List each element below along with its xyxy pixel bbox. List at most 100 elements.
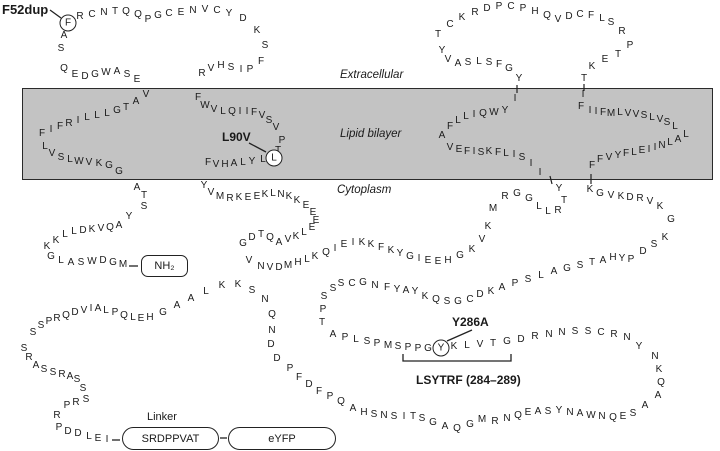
residue-letter: Y xyxy=(555,183,563,194)
residue-letter: K xyxy=(95,158,103,169)
residue-letter: I xyxy=(49,124,53,135)
residue-letter: S xyxy=(79,383,87,394)
residue-letter: G xyxy=(525,193,533,204)
residue-letter: S xyxy=(37,320,45,331)
residue-letter: E xyxy=(308,222,316,233)
residue-letter: A xyxy=(441,421,449,432)
residue-letter: P xyxy=(626,40,634,51)
residue-letter: V xyxy=(476,339,484,350)
residue-letter: A xyxy=(329,329,337,340)
residue-letter: M xyxy=(488,203,498,214)
residue-letter: C xyxy=(576,9,584,20)
residue-letter: H xyxy=(146,312,154,323)
residue-letter: P xyxy=(55,422,63,433)
residue-letter: L xyxy=(104,108,110,119)
residue-letter: Q xyxy=(122,6,130,17)
residue-letter: L xyxy=(631,147,637,158)
residue-letter: D xyxy=(99,255,107,266)
residue-letter: R xyxy=(618,26,626,37)
residue-letter: A xyxy=(498,282,506,293)
residue-letter: N xyxy=(623,332,631,343)
residue-letter: E xyxy=(601,54,609,65)
residue-letter: Q xyxy=(479,108,487,119)
residue-letter: W xyxy=(74,156,84,167)
residue-letter: T xyxy=(580,73,588,84)
residue-letter: L xyxy=(455,115,461,126)
residue-letter: H xyxy=(531,6,539,17)
residue-letter: L xyxy=(67,154,73,165)
residue-letter: K xyxy=(218,280,226,291)
residue-letter: L xyxy=(667,137,673,148)
residue-letter: Y xyxy=(225,8,233,19)
residue-letter: C xyxy=(466,294,474,305)
residue-letter: H xyxy=(221,159,229,170)
residue-letter: P xyxy=(319,304,327,315)
residue-letter: N xyxy=(189,5,197,16)
residue-letter: M xyxy=(606,108,616,119)
residue-letter: C xyxy=(165,8,173,19)
residue-letter: V xyxy=(258,110,266,121)
residue-letter: G xyxy=(406,251,414,262)
residue-letter: W xyxy=(586,410,596,421)
residue-letter: D xyxy=(565,11,573,22)
residue-letter: Q xyxy=(266,232,274,243)
residue-letter: A xyxy=(674,134,682,145)
residue-letter: K xyxy=(468,244,476,255)
residue-letter: G xyxy=(596,188,604,199)
residue-letter: L xyxy=(649,112,655,123)
residue-letter: G xyxy=(359,277,367,288)
residue-letter: Y xyxy=(635,341,643,352)
residue-letter: G xyxy=(454,296,462,307)
residue-letter: P xyxy=(404,342,412,353)
residue-letter: G xyxy=(466,419,474,430)
residue-letter: I xyxy=(647,144,651,155)
residue-letter: Y xyxy=(618,253,626,264)
residue-letter: G xyxy=(47,251,55,262)
residue-letter: Q xyxy=(60,63,68,74)
residue-letter: A xyxy=(275,237,283,248)
residue-letter: R xyxy=(531,331,539,342)
residue-letter: E xyxy=(177,7,185,18)
residue-letter: T xyxy=(560,195,568,206)
residue-letter: N xyxy=(100,7,108,18)
residue-letter: P xyxy=(286,363,294,374)
residue-letter: Y xyxy=(501,105,509,116)
residue-letter: L xyxy=(130,312,136,323)
residue-letter: Q xyxy=(609,412,617,423)
residue-letter: S xyxy=(73,374,81,385)
f52dup-pointer-line xyxy=(49,9,62,19)
residue-letter: H xyxy=(294,257,302,268)
l90v-label: L90V xyxy=(222,130,251,144)
residue-letter: A xyxy=(576,408,584,419)
residue-letter: I xyxy=(538,167,542,178)
residue-letter: K xyxy=(617,191,625,202)
residue-letter: R xyxy=(610,329,618,340)
residue-letter: S xyxy=(265,115,273,126)
residue-letter: E xyxy=(302,200,310,211)
residue-letter: A xyxy=(654,390,662,401)
residue-letter: D xyxy=(273,353,281,364)
residue-letter: M xyxy=(215,191,225,202)
residue-letter: L xyxy=(240,157,246,168)
lipid-bilayer-region xyxy=(22,88,713,180)
residue-letter: A xyxy=(187,293,195,304)
residue-letter: E xyxy=(137,313,145,324)
residue-letter: I xyxy=(581,89,585,100)
residue-letter: C xyxy=(88,9,96,20)
residue-letter: S xyxy=(77,257,85,268)
residue-letter: L xyxy=(86,431,92,442)
residue-letter: N xyxy=(371,280,379,291)
residue-letter: V xyxy=(554,14,562,25)
residue-letter: D xyxy=(71,307,79,318)
residue-letter: R xyxy=(471,7,479,18)
residue-letter: P xyxy=(373,338,381,349)
residue-letter: C xyxy=(597,327,605,338)
residue-letter: V xyxy=(624,108,632,119)
residue-letter: L xyxy=(476,56,482,67)
residue-letter: S xyxy=(363,336,371,347)
residue-letter: Q xyxy=(453,423,461,434)
residue-letter: L xyxy=(42,141,48,152)
residue-letter: P xyxy=(246,64,254,75)
y286a-label: Y286A xyxy=(452,315,489,329)
residue-letter: Q xyxy=(337,396,345,407)
